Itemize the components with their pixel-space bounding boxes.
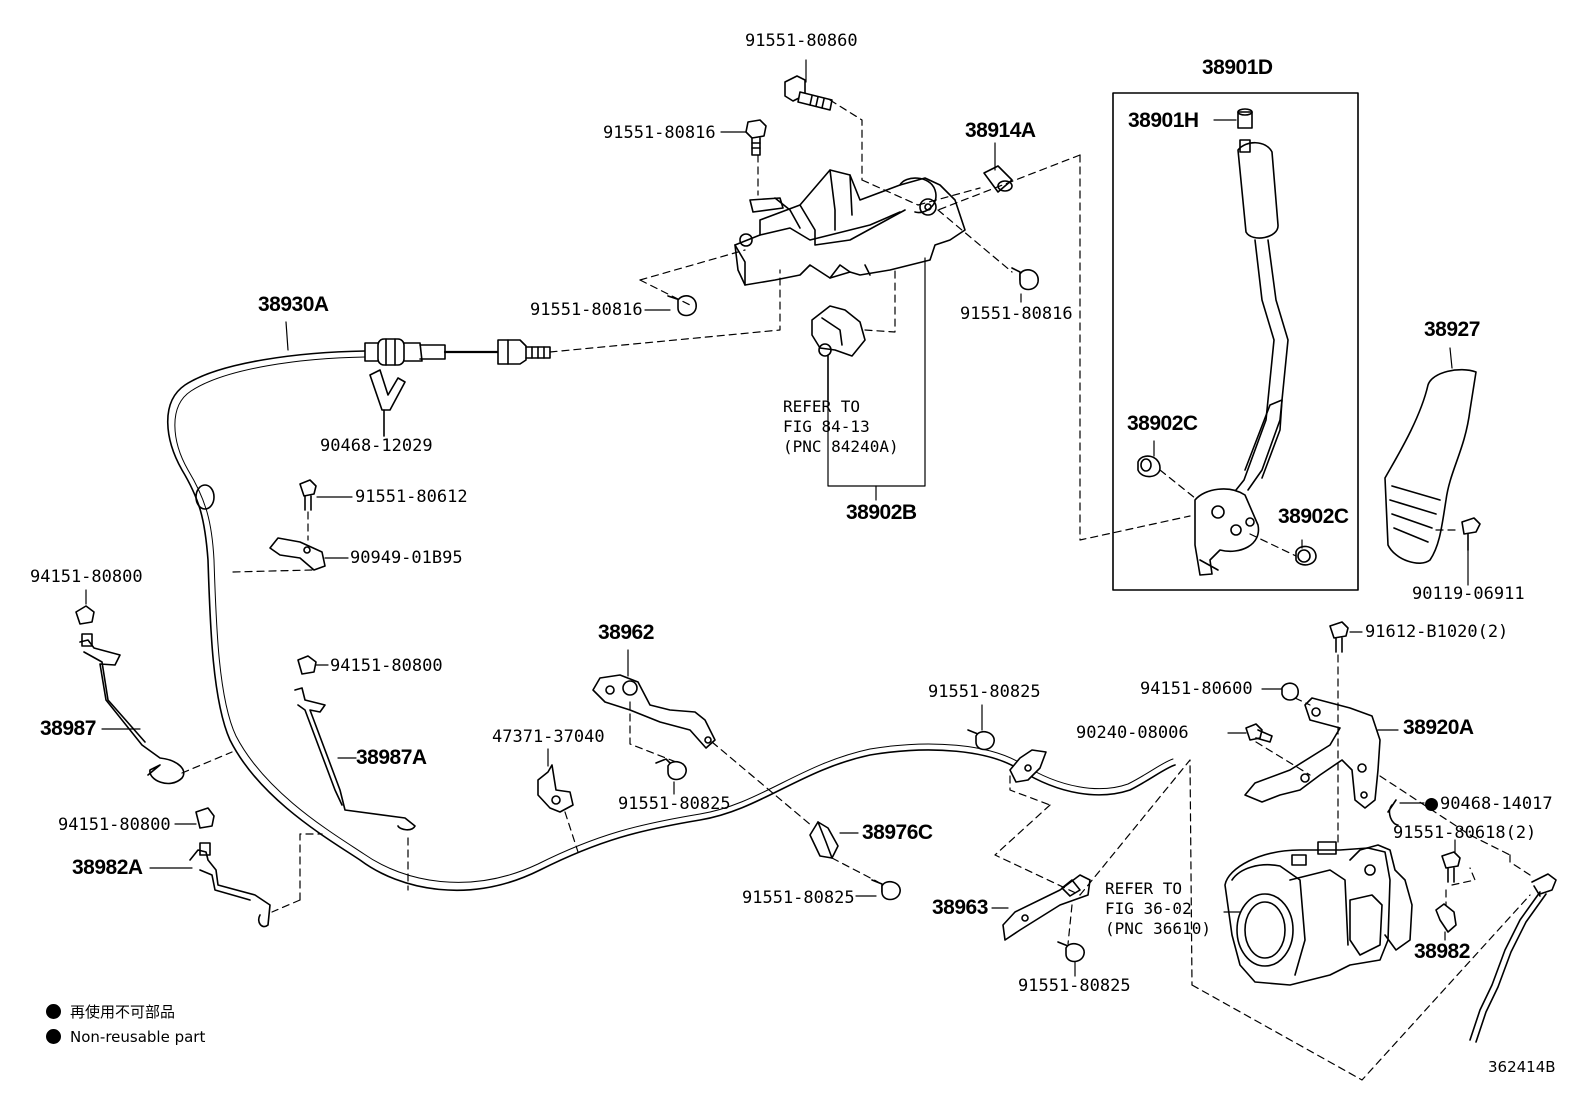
label-38902C-left: 38902C <box>1127 412 1198 435</box>
label-38982A: 38982A <box>72 856 143 879</box>
bracket-38982A <box>190 808 270 927</box>
label-91551-80816-left: 91551-80816 <box>530 300 643 320</box>
label-94151-80800-middle: 94151-80800 <box>330 656 443 676</box>
bolt-91612-B1020 <box>1330 622 1348 652</box>
bolt-91551-80825-d <box>1058 942 1084 962</box>
screw-90119-06911 <box>1462 518 1480 550</box>
label-38982: 38982 <box>1414 940 1470 963</box>
label-90468-14017: 90468-14017 <box>1425 794 1553 814</box>
label-94151-80600: 94151-80600 <box>1140 679 1253 699</box>
label-38902B: 38902B <box>846 501 917 524</box>
bracket-38987A <box>295 656 415 830</box>
label-90119-06911: 90119-06911 <box>1412 584 1525 604</box>
clamp-90949-01B95 <box>270 538 325 570</box>
bolt-91551-80825-c <box>968 730 994 750</box>
bolt-91551-80816-top <box>746 120 766 155</box>
label-38920A: 38920A <box>1403 716 1474 739</box>
bolt-91551-80816-right <box>1012 268 1038 290</box>
reference-fig-36-02: REFER TO FIG 36-02 (PNC 36610) <box>1105 879 1211 938</box>
cap-38901H <box>1238 109 1252 128</box>
label-91551-80816-top: 91551-80816 <box>603 123 716 143</box>
label-90240-08006: 90240-08006 <box>1076 723 1189 743</box>
label-90949-01B95: 90949-01B95 <box>350 548 463 568</box>
label-38914A: 38914A <box>965 119 1036 142</box>
bracket-38987 <box>76 606 184 783</box>
parking-brake-switch <box>812 306 865 400</box>
label-38963: 38963 <box>932 896 988 919</box>
label-94151-80800-left: 94151-80800 <box>30 567 143 587</box>
legend-japanese: 再使用不可部品 <box>46 1002 175 1022</box>
lever-assembly-box-38901D <box>1113 93 1358 590</box>
label-38930A: 38930A <box>258 293 329 316</box>
cable-clip <box>1010 750 1046 782</box>
legend-english: Non-reusable part <box>46 1027 205 1047</box>
lever-cover-38927 <box>1385 370 1476 563</box>
reference-fig-84-13: REFER TO FIG 84-13 (PNC 84240A) <box>783 397 899 456</box>
bolt-91551-80618 <box>1442 852 1460 882</box>
label-38987: 38987 <box>40 717 96 740</box>
label-47371-37040: 47371-37040 <box>492 727 605 747</box>
clip-38982 <box>1436 904 1456 932</box>
label-38976C: 38976C <box>862 821 933 844</box>
label-38987A: 38987A <box>356 746 427 769</box>
label-38902C-right: 38902C <box>1278 505 1349 528</box>
side-cable <box>1470 874 1556 1042</box>
bracket-38963 <box>1003 875 1090 940</box>
label-91551-80825-b: 91551-80825 <box>742 888 855 908</box>
bolt-91551-80825-b <box>872 880 900 900</box>
legend-dot <box>46 1004 61 1019</box>
bracket-38920A <box>1245 698 1380 808</box>
leader-lines <box>86 60 1468 976</box>
non-reusable-marker <box>1425 798 1438 811</box>
label-91551-80860: 91551-80860 <box>745 31 858 51</box>
bolt-91551-80860 <box>785 76 832 110</box>
label-91551-80825-c: 91551-80825 <box>928 682 1041 702</box>
dashed-assembly-lines <box>182 100 1530 1080</box>
lever-bracket-38902B <box>735 170 965 285</box>
label-91551-80816-right: 91551-80816 <box>960 304 1073 324</box>
clip-90468-14017 <box>1388 800 1398 825</box>
bushing-38902C-left <box>1138 456 1160 477</box>
collar-38914A <box>984 166 1012 192</box>
label-91551-80618: 91551-80618(2) <box>1393 823 1537 843</box>
label-91612-B1020: 91612-B1020(2) <box>1365 622 1509 642</box>
parking-brake-cable-38930A <box>168 339 1175 890</box>
bracket-38976C <box>810 822 838 858</box>
bolt-91551-80825-a <box>656 759 686 780</box>
clip-90468-12029 <box>370 370 405 436</box>
label-38962: 38962 <box>598 621 654 644</box>
bracket-38962 <box>593 675 715 748</box>
bolt-91551-80612 <box>300 480 316 510</box>
illustration-code: 362414B <box>1488 1058 1556 1076</box>
label-91551-80612: 91551-80612 <box>355 487 468 507</box>
label-94151-80800-bottom: 94151-80800 <box>58 815 171 835</box>
label-91551-80825-a: 91551-80825 <box>618 794 731 814</box>
bolt-91551-80816-left <box>668 296 696 316</box>
label-90468-12029: 90468-12029 <box>320 436 433 456</box>
bolt-90240-08006 <box>1246 724 1272 742</box>
label-38901H: 38901H <box>1128 109 1199 132</box>
label-38927: 38927 <box>1424 318 1480 341</box>
label-91551-80825-d: 91551-80825 <box>1018 976 1131 996</box>
parking-brake-lever <box>1195 140 1288 575</box>
legend-dot <box>46 1029 61 1044</box>
clip-47371-37040 <box>538 765 573 812</box>
actuator-assembly <box>1225 842 1412 985</box>
label-38901D: 38901D <box>1202 56 1273 79</box>
bushing-38902C-right <box>1296 546 1316 565</box>
nut-94151-80600 <box>1282 683 1298 700</box>
